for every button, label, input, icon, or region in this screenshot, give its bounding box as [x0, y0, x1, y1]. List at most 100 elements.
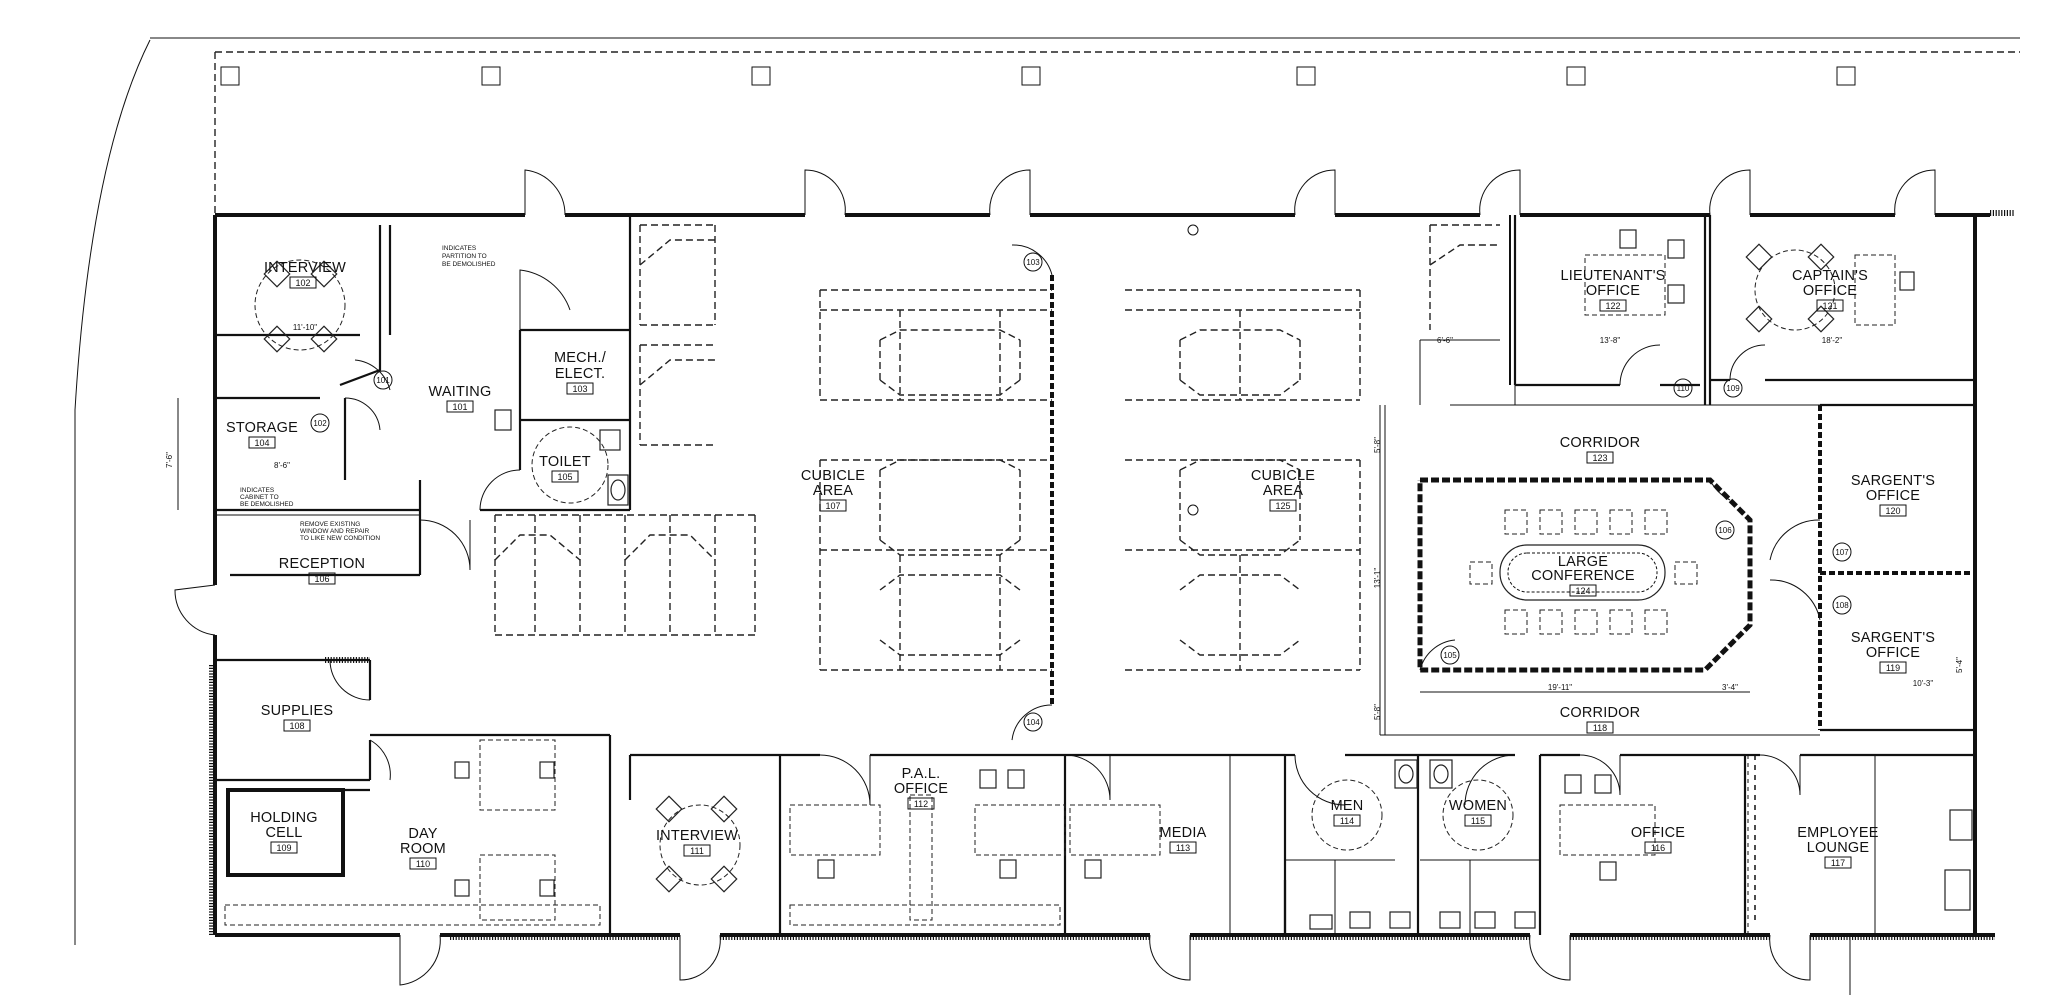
- door-tag-101: 101: [376, 376, 390, 385]
- dim-sarg-h: 5'-4": [1955, 657, 1964, 673]
- note-cabinet-3: BE DEMOLISHED: [240, 501, 294, 508]
- dimensions: 11'-10" 8'-6" 7'-6" 6'-6" 13'-8" 18'-2" …: [165, 323, 1964, 735]
- room-supplies-name: SUPPLIES: [261, 703, 334, 719]
- room-interview-102-name: INTERVIEW: [264, 260, 346, 276]
- door-tag-109: 109: [1726, 384, 1740, 393]
- room-interview-102-number: 102: [295, 278, 310, 288]
- room-reception-number: 106: [314, 574, 329, 584]
- interior-door-swings: [329, 244, 1821, 806]
- door-tag-103: 103: [1026, 258, 1040, 267]
- lounge-fixtures: [1754, 755, 1973, 925]
- dim-conf-h: 13'-1": [1373, 568, 1382, 589]
- room-interview-111-name: INTERVIEW: [656, 828, 738, 844]
- restroom-fixtures: [1309, 759, 1536, 930]
- exterior-doors: [174, 169, 1936, 995]
- room-pal-line2: OFFICE: [894, 781, 948, 797]
- room-sargent-119-line2: OFFICE: [1866, 645, 1920, 661]
- dim-captain: 18'-2": [1822, 336, 1843, 345]
- room-captain-line2: OFFICE: [1803, 283, 1857, 299]
- room-office-name: OFFICE: [1631, 825, 1685, 841]
- door-tag-105: 105: [1443, 651, 1457, 660]
- room-mech-number: 103: [572, 384, 587, 394]
- room-cubicle-125-line2: AREA: [1263, 483, 1303, 499]
- canopy-columns: [220, 66, 1856, 86]
- room-holding-line1: HOLDING: [250, 810, 317, 826]
- pal-office-furniture: [789, 769, 1161, 926]
- room-cubicle-125-line1: CUBICLE: [1251, 468, 1315, 484]
- room-lounge-line2: LOUNGE: [1807, 840, 1870, 856]
- toilet-105-fixtures: [494, 409, 629, 506]
- door-tag-106: 106: [1718, 526, 1732, 535]
- room-labels: INTERVIEW 102 WAITING 101 MECH./ ELECT. …: [226, 260, 1935, 870]
- room-media-number: 113: [1176, 843, 1190, 853]
- room-men-name: MEN: [1331, 798, 1364, 814]
- room-interview-111-number: 111: [690, 846, 704, 856]
- door-tag-108: 108: [1835, 601, 1849, 610]
- room-captain-line1: CAPTAIN'S: [1792, 268, 1868, 284]
- room-holding-number: 109: [276, 843, 291, 853]
- interior-walls: [215, 215, 1975, 935]
- office-116-furniture: [1559, 774, 1656, 881]
- dim-conf-w2: 3'-4": [1722, 683, 1738, 692]
- room-sargent-120-number: 120: [1885, 506, 1900, 516]
- room-storage-name: STORAGE: [226, 420, 298, 436]
- room-men-number: 114: [1340, 816, 1354, 826]
- room-holding-line2: CELL: [265, 825, 302, 841]
- door-tag-104: 104: [1026, 718, 1040, 727]
- room-mech-line2: ELECT.: [555, 366, 605, 382]
- interview-102-furniture: [254, 259, 346, 353]
- room-supplies-number: 108: [289, 721, 304, 731]
- note-cabinet-2: CABINET TO: [240, 494, 279, 501]
- dim-lieutenant: 13'-8": [1600, 336, 1621, 345]
- room-lounge-number: 117: [1831, 858, 1845, 868]
- door-tag-110: 110: [1677, 384, 1690, 393]
- note-partition-2: PARTITION TO: [442, 253, 487, 260]
- room-captain-number: 121: [1822, 301, 1837, 311]
- conference-chairs: [1469, 509, 1698, 635]
- room-toilet-name: TOILET: [539, 454, 591, 470]
- room-pal-line1: P.A.L.: [902, 766, 941, 782]
- room-cubicle-107-number: 107: [825, 501, 840, 511]
- room-lieutenant-number: 122: [1605, 301, 1620, 311]
- room-cubicle-107-line1: CUBICLE: [801, 468, 865, 484]
- cubicle-columns: [1187, 224, 1199, 516]
- exterior-walls: [209, 210, 2015, 940]
- room-lounge-line1: EMPLOYEE: [1797, 825, 1879, 841]
- conference-table: [1499, 544, 1666, 601]
- room-cubicle-125-number: 125: [1275, 501, 1290, 511]
- cubicle-furniture-107: [494, 224, 1052, 671]
- note-window-2: WINDOW AND REPAIR: [300, 528, 370, 535]
- demolition-notes: INDICATES PARTITION TO BE DEMOLISHED IND…: [240, 245, 496, 542]
- room-mech-line1: MECH./: [554, 350, 607, 366]
- door-tag-102: 102: [313, 419, 327, 428]
- note-partition-3: BE DEMOLISHED: [442, 261, 496, 268]
- room-corridor-123-name: CORRIDOR: [1560, 435, 1641, 451]
- note-window-3: TO LIKE NEW CONDITION: [300, 535, 380, 542]
- room-dayroom-number: 110: [416, 859, 430, 869]
- captain-office-furniture: [1745, 243, 1915, 333]
- dim-storage-w: 8'-6": [274, 461, 290, 470]
- dim-conf-w: 19'-11": [1548, 683, 1572, 692]
- room-corridor-118-number: 118: [1593, 723, 1607, 733]
- note-cabinet-1: INDICATES: [240, 487, 275, 494]
- cubicle-furniture-125: [1125, 224, 1500, 671]
- dim-interview: 11'-10": [293, 323, 317, 332]
- room-women-name: WOMEN: [1449, 798, 1507, 814]
- lieutenant-office-furniture: [1584, 229, 1685, 316]
- door-tag-107: 107: [1835, 548, 1849, 557]
- room-dayroom-line2: ROOM: [400, 841, 446, 857]
- room-corridor-118-name: CORRIDOR: [1560, 705, 1641, 721]
- room-pal-number: 112: [914, 799, 928, 809]
- room-sargent-120-line1: SARGENT'S: [1851, 473, 1935, 489]
- room-waiting-number: 101: [452, 402, 467, 412]
- room-corridor-123-number: 123: [1592, 453, 1607, 463]
- room-sargent-119-line1: SARGENT'S: [1851, 630, 1935, 646]
- note-window-1: REMOVE EXISTING: [300, 521, 360, 528]
- dim-corr-h1: 5'-8": [1373, 437, 1382, 453]
- room-women-number: 115: [1471, 816, 1485, 826]
- room-cubicle-107-line2: AREA: [813, 483, 853, 499]
- dim-corridor-left: 6'-6": [1437, 336, 1453, 345]
- room-office-number: 116: [1651, 843, 1665, 853]
- site-arc: [74, 39, 151, 945]
